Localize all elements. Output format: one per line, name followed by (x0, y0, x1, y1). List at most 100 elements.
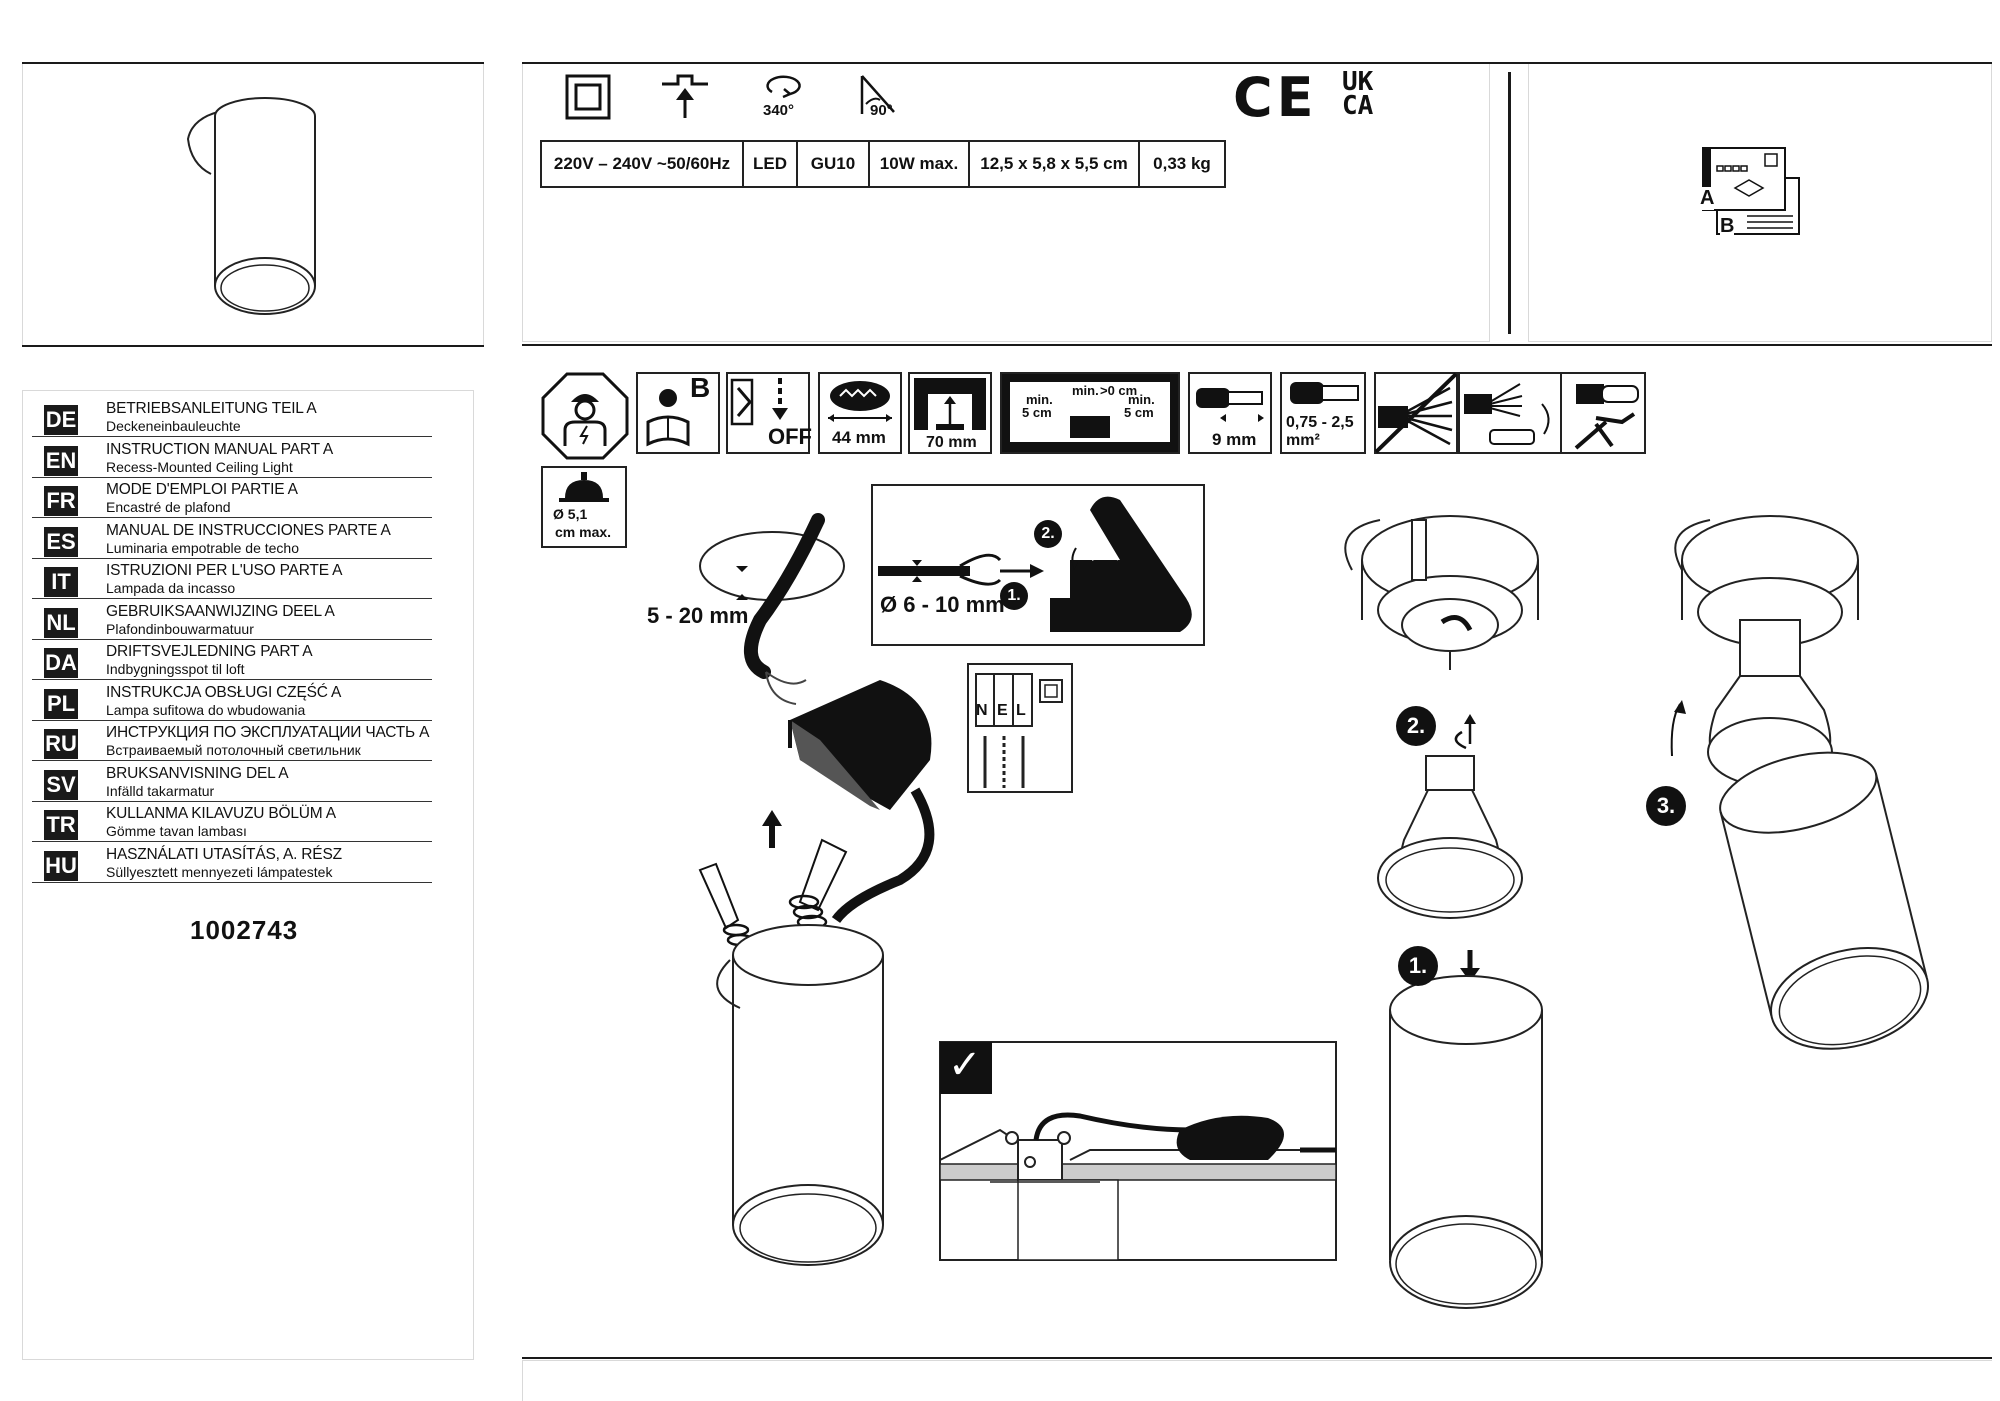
protection-class-2-icon (565, 74, 611, 120)
product-lamp-illustration (186, 97, 316, 315)
bulb-max-label: cm max. (555, 524, 612, 540)
language-title: DRIFTSVEJLEDNING PART A (106, 643, 313, 660)
language-title: ISTRUZIONI PER L'USO PARTE A (106, 562, 343, 579)
language-code-badge: HU (44, 850, 78, 881)
language-code-badge: TR (44, 810, 78, 840)
tilt-label: 90° (870, 102, 893, 119)
clearance-icon: min. 5 cm min. >0 cm min. 5 cm (1000, 372, 1180, 454)
terminal-e: E (997, 702, 1008, 719)
bulb-diameter-icon: Ø 5,1 cm max. (541, 466, 627, 548)
language-subtitle: Encastré de plafond (106, 499, 231, 515)
no-stranded-wire-icon (1374, 372, 1458, 454)
terminal-n: N (976, 702, 988, 719)
power-off-label: OFF (768, 424, 812, 449)
ukca-bottom: CA (1342, 91, 1374, 121)
mid-rule-left (22, 345, 484, 347)
rotation-label: 340° (763, 102, 795, 119)
top-rule-left (22, 62, 484, 64)
language-code-badge: RU (44, 729, 78, 759)
language-subtitle: Süllyesztett mennyezeti lámpatestek (106, 863, 333, 880)
cross-section-unit: mm² (1286, 432, 1320, 449)
step2-badge: 2. (1396, 706, 1436, 746)
language-subtitle: Luminaria empotrable de techo (106, 539, 300, 556)
language-code-badge: EN (44, 445, 78, 476)
language-subtitle: Встраиваемый потолочный светильник (106, 742, 361, 758)
language-code-badge: IT (44, 567, 78, 597)
strip-length-label: 9 mm (1212, 430, 1257, 449)
manual-part-b-label: B (1720, 215, 1735, 238)
inset-step1-badge: 1. (1000, 582, 1028, 610)
languages-panel (22, 390, 474, 1360)
cross-section-label: 0,75 - 2,5 (1286, 414, 1354, 431)
language-title: BRUKSANVISNING DEL A (106, 764, 289, 782)
ukca-mark-icon: UK CA (1342, 67, 1374, 121)
power-off-icon: OFF (726, 372, 812, 454)
terminal-l: L (1016, 702, 1026, 719)
language-title: KULLANMA KILAVUZU BÖLÜM A (106, 805, 336, 822)
language-title: GEBRUIKSAANWIJZING DEEL A (106, 602, 335, 620)
language-subtitle: Indbygningsspot til loft (106, 661, 245, 677)
manual-part-a-label: A (1700, 187, 1715, 210)
mount-depth-label: 70 mm (926, 434, 977, 451)
check-mark-icon: ✓ (948, 1042, 982, 1088)
clearance-top-value: >0 cm (1100, 383, 1138, 398)
language-title: ИНСТРУКЦИЯ ПО ЭКСПЛУАТАЦИИ ЧАСТЬ А (106, 724, 430, 741)
clearance-top-min: min. (1072, 383, 1099, 398)
ceiling-thickness-label: 5 - 20 mm (647, 603, 749, 628)
ukca-top: UK (1342, 67, 1374, 97)
language-code-badge: NL (44, 607, 78, 638)
crimp-tool-icon (1560, 372, 1646, 454)
drill-hole-icon: 44 mm (818, 372, 902, 454)
product-image-panel (22, 64, 484, 345)
language-code-badge: PL (44, 688, 78, 719)
language-title: INSTRUCTION MANUAL PART A (106, 440, 333, 458)
manual-parts-panel (1528, 64, 1992, 342)
mid-rule-main (522, 344, 1992, 346)
read-manual-b: B (690, 372, 711, 403)
mount-depth-icon: 70 mm (908, 372, 992, 454)
language-subtitle: Lampa sufitowa do wbudowania (106, 701, 306, 718)
language-subtitle: Infälld takarmatur (106, 782, 215, 799)
inset-step2-badge: 2. (1034, 520, 1062, 548)
strip-length-icon: 9 mm (1188, 372, 1272, 454)
cable-diameter-label: Ø 6 - 10 mm (880, 592, 1005, 617)
bottom-rule (522, 1357, 1992, 1359)
footer-panel (522, 1360, 1992, 1401)
drill-size-label: 44 mm (832, 428, 886, 447)
recessed-mount-icon (662, 74, 708, 118)
clearance-left-value: 5 cm (1022, 405, 1052, 420)
language-subtitle: Deckeneinbauleuchte (106, 418, 241, 434)
read-manual-icon: B (636, 372, 720, 454)
rotation-icon (766, 75, 801, 99)
spec-weight: 0,33 kg (1138, 140, 1226, 188)
ce-mark-icon: CE (1233, 66, 1318, 129)
clearance-left-min: min. (1026, 392, 1053, 407)
language-code-badge: ES (44, 526, 78, 557)
language-title: MODE D'EMPLOI PARTIE A (106, 481, 298, 498)
manual-parts-icon (1702, 147, 1800, 235)
clearance-right-value: 5 cm (1124, 405, 1154, 420)
language-code-badge: SV (44, 769, 78, 800)
language-subtitle: Recess-Mounted Ceiling Light (106, 458, 293, 475)
electrician-icon (541, 372, 629, 460)
top-rule-main (522, 62, 1992, 64)
language-title: BETRIEBSANLEITUNG TEIL A (106, 400, 317, 417)
step1-badge: 1. (1398, 946, 1438, 986)
language-title: MANUAL DE INSTRUCCIONES PARTE A (106, 521, 391, 539)
vertical-divider (1508, 72, 1511, 334)
language-code-badge: FR (44, 486, 78, 516)
language-subtitle: Plafondinbouwarmatuur (106, 620, 254, 637)
language-title: HASZNÁLATI UTASÍTÁS, A. RÉSZ (106, 845, 342, 863)
language-title: INSTRUKCJA OBSŁUGI CZĘŚĆ A (106, 683, 342, 701)
wire-cross-section-icon: 0,75 - 2,5 mm² (1280, 372, 1366, 454)
